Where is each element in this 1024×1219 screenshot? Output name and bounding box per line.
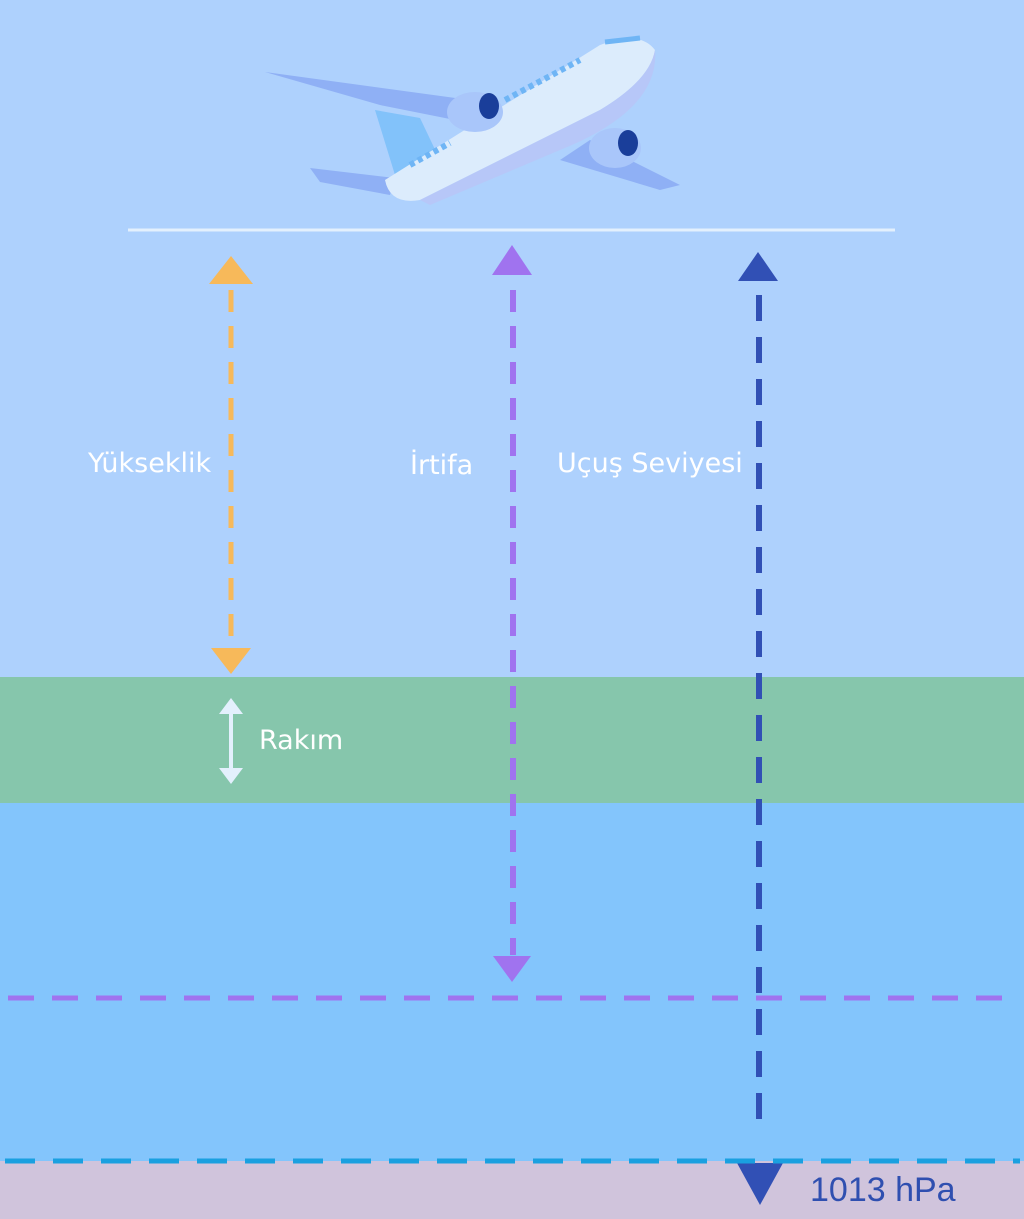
- height-arrow: [209, 256, 253, 674]
- height-label: Yükseklik: [88, 448, 212, 479]
- pressure-label: 1013 hPa: [810, 1171, 956, 1209]
- elevation-label: Rakım: [259, 725, 344, 756]
- altitude-label: İrtifa: [410, 450, 474, 481]
- airplane-icon: [265, 35, 680, 205]
- elevation-arrow: [219, 698, 243, 784]
- standard-pressure-band: [0, 1161, 1024, 1219]
- flight-level-label: Uçuş Seviyesi: [557, 448, 743, 479]
- flight-level-arrow: [737, 252, 783, 1205]
- altitude-arrow: [492, 245, 532, 982]
